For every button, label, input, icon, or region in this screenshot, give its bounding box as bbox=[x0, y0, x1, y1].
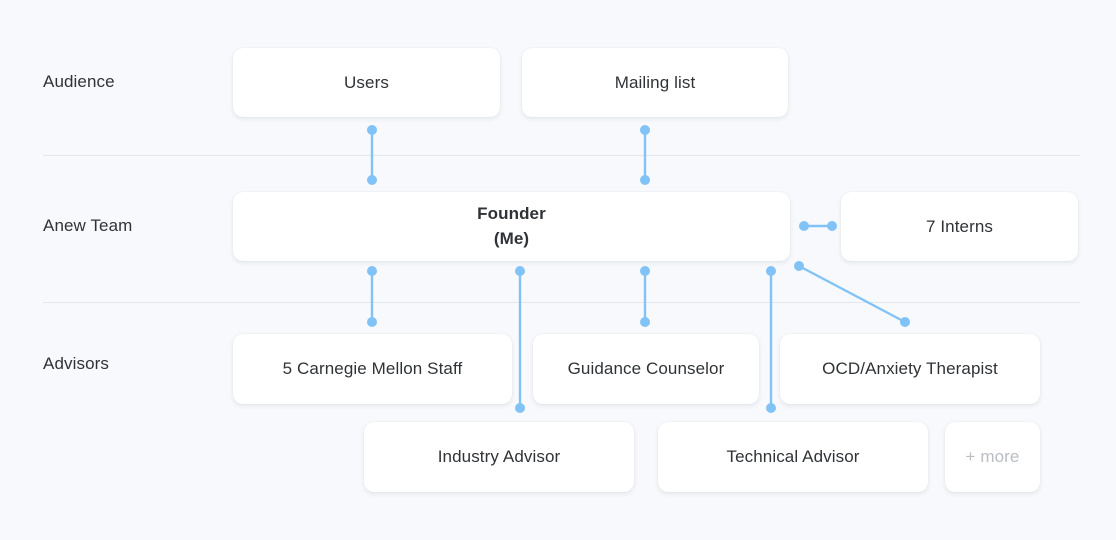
row-label-anew-team: Anew Team bbox=[43, 216, 133, 235]
node-founder-line1: Founder bbox=[477, 203, 546, 223]
node-ocd-anxiety-therapist[interactable]: OCD/Anxiety Therapist bbox=[780, 334, 1040, 404]
node-industry-advisor[interactable]: Industry Advisor bbox=[364, 422, 634, 492]
node-more[interactable]: + more bbox=[945, 422, 1040, 492]
node-founder[interactable]: Founder (Me) bbox=[233, 192, 790, 261]
row-label-audience: Audience bbox=[43, 72, 115, 91]
node-7-interns[interactable]: 7 Interns bbox=[841, 192, 1078, 261]
node-users[interactable]: Users bbox=[233, 48, 500, 117]
node-technical-advisor[interactable]: Technical Advisor bbox=[658, 422, 928, 492]
row-divider-team-advisors bbox=[43, 302, 1080, 303]
node-mailing-list[interactable]: Mailing list bbox=[522, 48, 788, 117]
row-label-advisors: Advisors bbox=[43, 354, 109, 373]
row-divider-audience-team bbox=[43, 155, 1080, 156]
node-founder-line2: (Me) bbox=[493, 228, 530, 248]
node-carnegie-mellon-staff[interactable]: 5 Carnegie Mellon Staff bbox=[233, 334, 512, 404]
node-guidance-counselor[interactable]: Guidance Counselor bbox=[533, 334, 759, 404]
